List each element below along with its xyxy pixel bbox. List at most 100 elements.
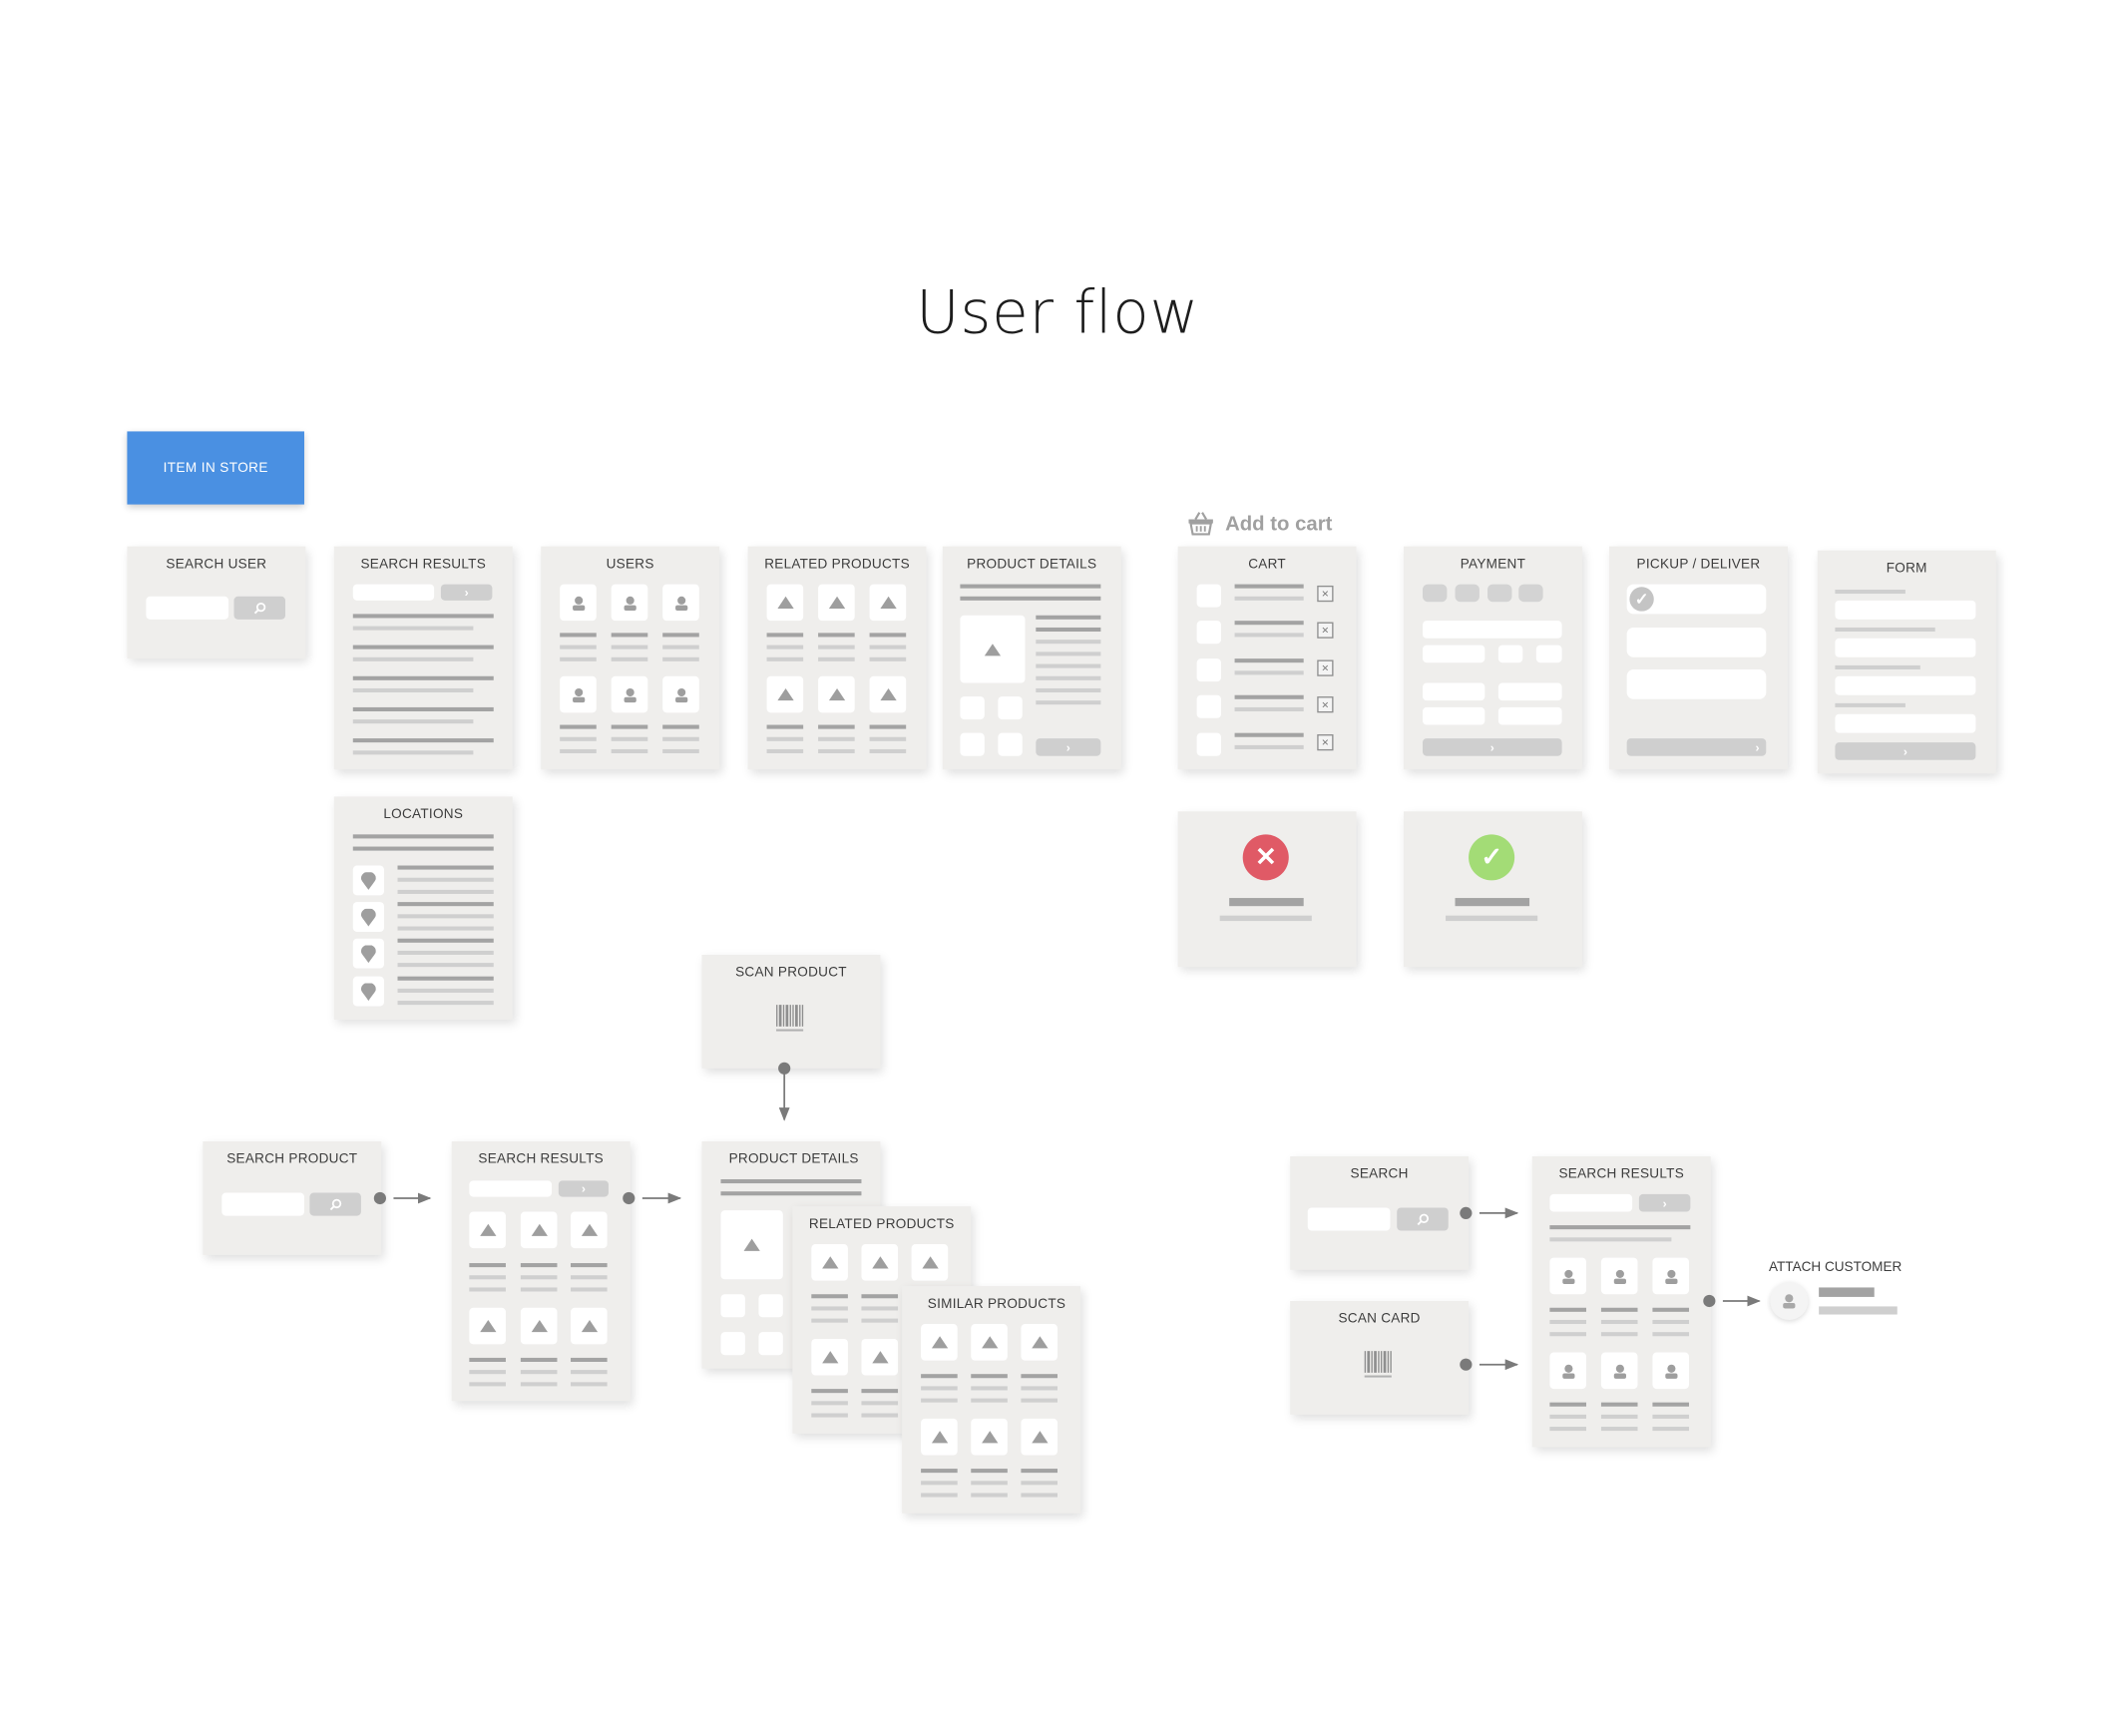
store-option[interactable] <box>1626 668 1767 699</box>
user-icon <box>1613 1269 1626 1284</box>
form-field[interactable] <box>1835 713 1976 733</box>
thumbnail[interactable] <box>960 732 985 756</box>
next-button[interactable]: › <box>440 584 493 601</box>
image-icon <box>981 1336 998 1349</box>
remove-item-icon[interactable]: × <box>1317 734 1334 751</box>
user-avatar <box>1600 1352 1638 1390</box>
name-field[interactable] <box>1497 682 1562 701</box>
product-image <box>520 1211 558 1249</box>
product-image <box>1021 1324 1058 1361</box>
cart-item-thumb <box>1196 658 1222 682</box>
map-pin-icon <box>360 871 376 890</box>
zip-field[interactable] <box>1535 645 1562 663</box>
user-avatar <box>662 584 699 622</box>
user-icon <box>572 596 585 611</box>
user-avatar <box>1549 1257 1587 1295</box>
next-button[interactable]: › <box>1036 738 1101 756</box>
card-title: PAYMENT <box>1460 557 1526 573</box>
next-button[interactable]: › <box>1638 1193 1691 1212</box>
flow-arrow-icon <box>1460 1358 1519 1371</box>
image-icon <box>879 596 897 609</box>
card-title: CART <box>1248 557 1286 573</box>
card-title: PRODUCT DETAILS <box>728 1151 859 1167</box>
user-avatar <box>1549 1352 1587 1390</box>
search-button[interactable] <box>309 1192 361 1216</box>
product-image <box>571 1307 608 1345</box>
product-image <box>869 584 907 622</box>
remove-item-icon[interactable]: × <box>1317 585 1334 603</box>
attach-customer-label: ATTACH CUSTOMER <box>1768 1260 1903 1276</box>
form-field[interactable] <box>1835 675 1976 695</box>
search-button[interactable] <box>1397 1207 1449 1231</box>
search-input[interactable] <box>221 1192 304 1216</box>
thumbnail[interactable] <box>998 732 1023 756</box>
cart-card: CART × × × × × <box>1177 546 1357 770</box>
next-button[interactable]: › <box>558 1180 609 1197</box>
users-card: USERS <box>541 546 720 770</box>
search-input[interactable] <box>1549 1193 1633 1212</box>
image-icon <box>743 1238 760 1251</box>
item-in-store-button[interactable]: ITEM IN STORE <box>127 431 304 505</box>
search-input[interactable] <box>352 584 435 601</box>
add-to-cart-label: Add to cart <box>1187 511 1333 536</box>
product-image <box>811 1338 848 1376</box>
form-field[interactable] <box>1835 600 1976 620</box>
barcode-icon <box>776 1005 804 1032</box>
pickup-option[interactable]: ✓ <box>1626 584 1767 615</box>
form-card: FORM › <box>1817 550 1996 774</box>
form-field[interactable] <box>1835 638 1976 657</box>
search-icon <box>253 602 266 614</box>
thumbnail[interactable] <box>758 1332 783 1356</box>
remove-item-icon[interactable]: × <box>1317 622 1334 639</box>
product-image <box>911 1244 949 1281</box>
search-results-card: SEARCH RESULTS › <box>333 546 513 770</box>
payment-method[interactable] <box>1422 584 1448 603</box>
image-icon <box>776 687 794 701</box>
search-input[interactable] <box>1307 1207 1391 1231</box>
thumbnail[interactable] <box>998 696 1023 720</box>
customer-avatar <box>1770 1282 1809 1320</box>
product-image <box>571 1211 608 1249</box>
address-field[interactable] <box>1422 706 1485 725</box>
expiry-field[interactable] <box>1422 645 1485 663</box>
image-icon <box>1031 1336 1048 1349</box>
add-to-cart-text: Add to cart <box>1225 512 1333 536</box>
card-number-field[interactable] <box>1422 621 1562 639</box>
search-button[interactable] <box>233 596 286 620</box>
search-input[interactable] <box>146 596 229 620</box>
payment-method[interactable] <box>1518 584 1543 603</box>
payment-method[interactable] <box>1455 584 1480 603</box>
user-icon <box>623 687 636 702</box>
user-icon <box>572 687 585 702</box>
product-image <box>469 1211 506 1249</box>
thumbnail[interactable] <box>720 1294 745 1318</box>
product-image <box>818 675 855 713</box>
search-card: SEARCH <box>1290 1155 1470 1270</box>
search-input[interactable] <box>469 1180 553 1197</box>
deliver-option[interactable] <box>1626 627 1767 657</box>
card-title: SEARCH RESULTS <box>1558 1166 1685 1182</box>
card-title: PRODUCT DETAILS <box>967 557 1097 573</box>
image-icon <box>776 596 794 609</box>
thumbnail[interactable] <box>720 1332 745 1356</box>
submit-button[interactable]: › <box>1835 742 1976 760</box>
next-button[interactable]: › <box>1422 738 1562 756</box>
thumbnail[interactable] <box>758 1294 783 1318</box>
thumbnail[interactable] <box>960 696 985 720</box>
remove-item-icon[interactable]: × <box>1317 696 1334 713</box>
cvv-field[interactable] <box>1497 645 1523 663</box>
card-title: SEARCH <box>1350 1166 1409 1182</box>
scan-card-card: SCAN CARD <box>1290 1300 1470 1415</box>
scan-product-card: SCAN PRODUCT <box>701 954 881 1069</box>
map-pin-icon <box>360 944 376 963</box>
image-icon <box>879 687 897 701</box>
search-icon <box>1417 1212 1430 1225</box>
name-field[interactable] <box>1422 682 1485 701</box>
product-image <box>720 1210 783 1280</box>
payment-method[interactable] <box>1487 584 1512 603</box>
check-icon: ✓ <box>1629 587 1654 612</box>
flow-arrow-icon <box>1703 1294 1761 1308</box>
address-field[interactable] <box>1497 706 1562 725</box>
next-button[interactable]: › <box>1626 738 1767 756</box>
remove-item-icon[interactable]: × <box>1317 659 1334 676</box>
